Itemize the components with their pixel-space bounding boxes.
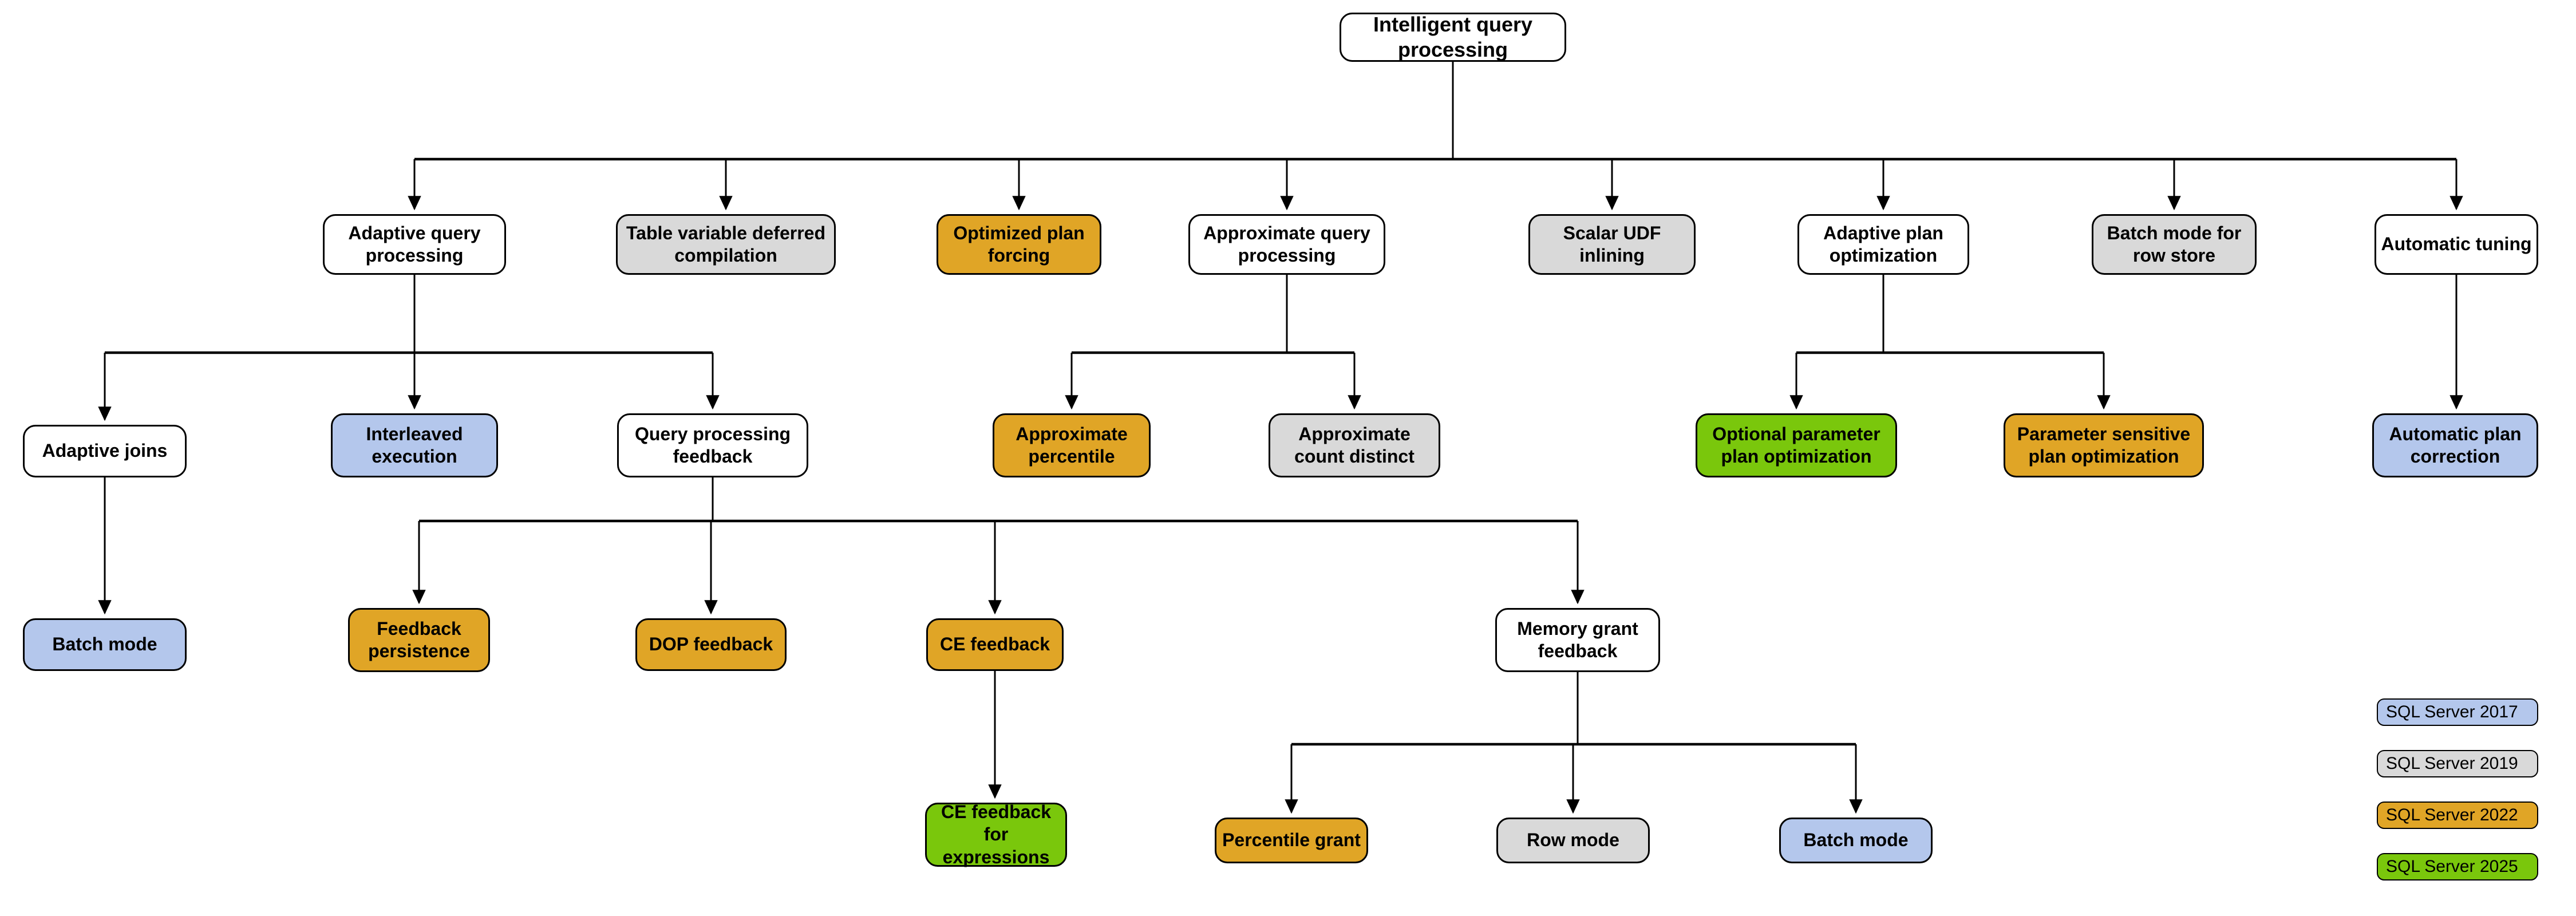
node-label: Parameter sensitive plan optimization: [2017, 423, 2191, 467]
node-label: Adaptive joins: [42, 440, 168, 461]
node-apo[interactable]: Adaptive plan optimization: [1797, 214, 1969, 275]
node-label: Feedback persistence: [368, 618, 470, 661]
node-label: Batch mode for row store: [2107, 222, 2242, 266]
node-acd[interactable]: Approximate count distinct: [1269, 413, 1440, 477]
node-fpers[interactable]: Feedback persistence: [348, 608, 490, 672]
node-autot[interactable]: Automatic tuning: [2374, 214, 2538, 275]
node-bmode1[interactable]: Batch mode: [23, 618, 187, 671]
node-label: CE feedback: [939, 634, 1050, 655]
node-label: Memory grant feedback: [1517, 618, 1638, 661]
node-label: Row mode: [1527, 830, 1619, 851]
node-apc[interactable]: Automatic plan correction: [2372, 413, 2538, 477]
node-ilexec[interactable]: Interleaved execution: [331, 413, 498, 477]
node-label: Adaptive plan optimization: [1823, 222, 1943, 266]
node-label: CE feedback for expressions: [941, 802, 1052, 867]
node-opf[interactable]: Optimized plan forcing: [937, 214, 1101, 275]
node-label: DOP feedback: [649, 634, 773, 655]
legend-item-sql-server-2025: SQL Server 2025: [2377, 853, 2538, 881]
node-label: Intelligent query processing: [1373, 13, 1533, 61]
node-label: Adaptive query processing: [348, 222, 481, 266]
legend-item-sql-server-2022: SQL Server 2022: [2377, 802, 2538, 829]
node-cefbe[interactable]: CE feedback for expressions: [925, 802, 1067, 867]
node-label: Percentile grant: [1222, 830, 1361, 851]
node-approx[interactable]: Approximate query processing: [1188, 214, 1385, 275]
node-label: Approximate count distinct: [1294, 423, 1415, 467]
node-mgf[interactable]: Memory grant feedback: [1495, 608, 1660, 672]
node-label: Batch mode: [1803, 830, 1909, 851]
node-aqp[interactable]: Adaptive query processing: [323, 214, 506, 275]
node-apct[interactable]: Approximate percentile: [993, 413, 1151, 477]
legend-label: SQL Server 2019: [2386, 754, 2518, 773]
legend-item-sql-server-2017: SQL Server 2017: [2377, 698, 2538, 726]
node-label: Table variable deferred compilation: [626, 222, 825, 266]
node-label: Automatic tuning: [2381, 234, 2532, 255]
node-label: Query processing feedback: [634, 423, 791, 467]
node-label: Automatic plan correction: [2389, 423, 2522, 467]
node-bmrs[interactable]: Batch mode for row store: [2092, 214, 2257, 275]
node-oppo[interactable]: Optional parameter plan optimization: [1696, 413, 1897, 477]
legend-label: SQL Server 2017: [2386, 702, 2518, 721]
node-pspo[interactable]: Parameter sensitive plan optimization: [2004, 413, 2204, 477]
node-label: Interleaved execution: [366, 423, 463, 467]
legend-label: SQL Server 2022: [2386, 806, 2518, 824]
node-tvdc[interactable]: Table variable deferred compilation: [616, 214, 836, 275]
node-bmode2[interactable]: Batch mode: [1779, 818, 1933, 863]
node-qpf[interactable]: Query processing feedback: [617, 413, 808, 477]
node-dopfb[interactable]: DOP feedback: [635, 618, 787, 671]
node-udf[interactable]: Scalar UDF inlining: [1528, 214, 1696, 275]
node-root[interactable]: Intelligent query processing: [1340, 13, 1566, 62]
node-label: Scalar UDF inlining: [1563, 222, 1661, 266]
legend-label: SQL Server 2025: [2386, 857, 2518, 876]
node-label: Approximate percentile: [1016, 423, 1128, 467]
node-label: Batch mode: [52, 634, 157, 655]
legend-item-sql-server-2019: SQL Server 2019: [2377, 750, 2538, 777]
node-cefb[interactable]: CE feedback: [926, 618, 1064, 671]
node-pgrant[interactable]: Percentile grant: [1215, 818, 1368, 863]
node-ajoin[interactable]: Adaptive joins: [23, 425, 187, 477]
node-label: Optimized plan forcing: [953, 222, 1085, 266]
node-label: Approximate query processing: [1203, 222, 1370, 266]
node-label: Optional parameter plan optimization: [1712, 423, 1880, 467]
node-rowm[interactable]: Row mode: [1496, 818, 1650, 863]
